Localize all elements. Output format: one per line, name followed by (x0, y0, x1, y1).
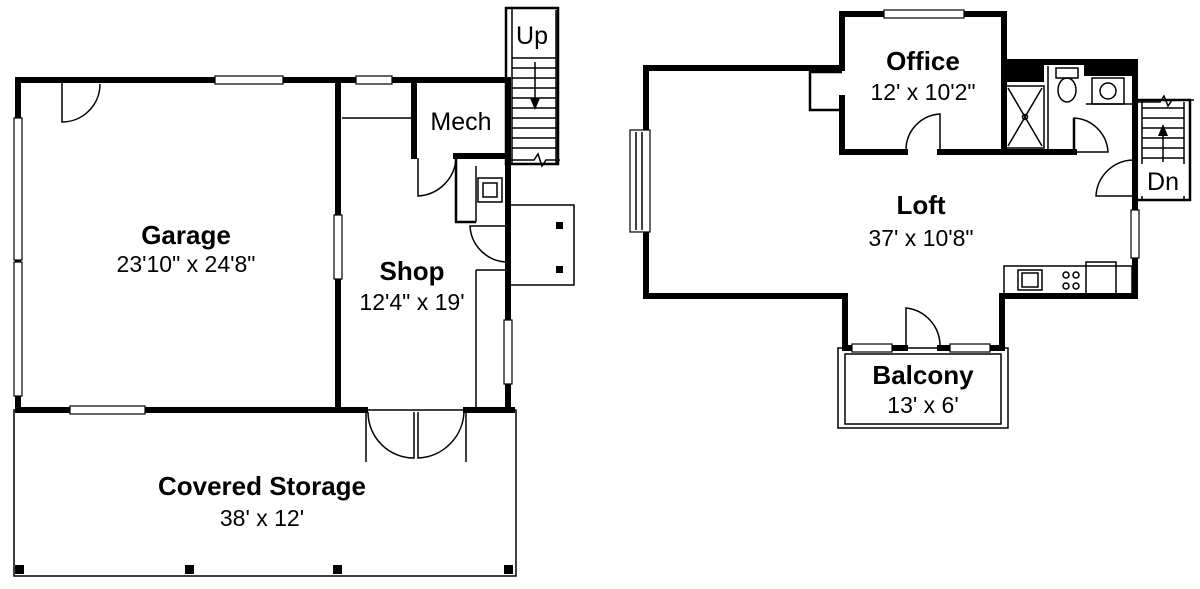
post (556, 266, 563, 273)
door-swing (417, 157, 457, 197)
office-wall (839, 95, 908, 155)
door-swing (469, 225, 509, 263)
window (13, 117, 23, 261)
shower-icon (1007, 87, 1043, 147)
stair-break-line (1138, 94, 1194, 108)
room-dim-covered-storage: 38' x 12' (220, 505, 304, 531)
toilet-icon (1055, 67, 1079, 79)
cooktop-icon (1062, 271, 1070, 279)
fridge-icon (1085, 261, 1117, 295)
sink-icon (1091, 77, 1125, 105)
bath-wall (454, 156, 476, 224)
room-name-shop: Shop (380, 256, 445, 286)
cooktop-icon (1072, 271, 1080, 279)
room-name-office: Office (886, 46, 960, 76)
office-closet (808, 70, 842, 112)
stair-up-box (504, 6, 560, 166)
double-door (365, 412, 467, 462)
shower-drain-icon (1021, 113, 1029, 121)
door-swing (417, 411, 465, 459)
stair-down-label-box (1140, 164, 1188, 196)
kitchen-sink-icon (1017, 269, 1043, 291)
room-name-balcony: Balcony (872, 360, 974, 390)
loft-wall (999, 152, 1138, 351)
stair-arrow-head (530, 98, 540, 110)
room-dim-garage: 23'10" x 24'8" (117, 251, 256, 277)
bath-lower-wall (475, 269, 508, 408)
post (15, 565, 24, 574)
door-swing (61, 83, 101, 123)
room-name-mech: Mech (430, 108, 491, 136)
window (503, 319, 513, 385)
room-dim-loft: 37' x 10'8" (868, 225, 973, 251)
loft-floor-plan: Dn Office 12' x 10'2" Loft 37' x 10'8" B… (629, 9, 1194, 429)
post (504, 565, 513, 574)
window (69, 405, 146, 415)
stair-arrow-head (1158, 124, 1168, 136)
room-dim-balcony: 13' x 6' (887, 392, 958, 418)
stair-down-label: Dn (1147, 168, 1179, 196)
bath-dark-wall (1084, 62, 1135, 76)
sink-icon (482, 182, 498, 198)
kitchen-sink-icon (1021, 272, 1039, 288)
cooktop-icon (1062, 282, 1070, 290)
shower-icon (1005, 85, 1045, 149)
ground-floor-plan: Up Garage 23'10" x 24'8" Shop 12'4" x 19… (13, 6, 575, 577)
kitchenette-counter (1003, 265, 1133, 295)
toilet-icon (1057, 77, 1077, 103)
bath-dark-wall (1004, 62, 1044, 82)
post (185, 565, 194, 574)
landing (509, 204, 575, 286)
window (629, 129, 651, 233)
room-name-loft: Loft (896, 190, 945, 220)
window (1130, 209, 1140, 259)
door-swing (905, 307, 941, 347)
balcony-rail (844, 353, 1002, 425)
balcony-outline (837, 347, 1009, 429)
room-dim-office: 12' x 10'2" (870, 79, 975, 105)
room-name-garage: Garage (141, 220, 231, 250)
stair-up-label: Up (516, 22, 548, 50)
door-swing (367, 411, 415, 459)
partition-opening (333, 214, 343, 280)
window (851, 343, 893, 353)
window (949, 343, 991, 353)
window (635, 132, 643, 230)
post (333, 565, 342, 574)
stair-down-box (1135, 98, 1192, 202)
cooktop-icon (1072, 282, 1080, 290)
room-name-covered-storage: Covered Storage (158, 471, 366, 501)
sink-icon (477, 177, 503, 203)
door-swing (1095, 159, 1134, 197)
room-dim-shop: 12'4" x 19' (359, 289, 464, 315)
door-swing (905, 113, 941, 151)
window (13, 261, 23, 397)
stair-break-line (510, 152, 560, 168)
sink-icon (1099, 82, 1117, 100)
office-wall (839, 11, 1077, 155)
window (214, 75, 284, 85)
loft-wall (643, 65, 848, 351)
post (556, 222, 563, 229)
window (883, 9, 965, 19)
door-swing (1073, 117, 1109, 153)
window (355, 75, 393, 85)
